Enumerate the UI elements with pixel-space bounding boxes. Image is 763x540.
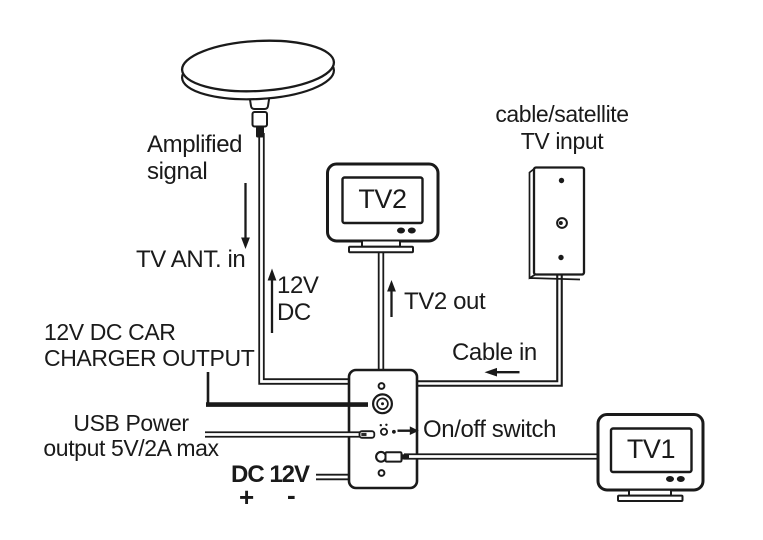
amplified-signal-label: Amplified signal — [147, 131, 243, 185]
tv2-buttons-icon — [397, 227, 416, 234]
wall-plate-icon — [528, 166, 586, 281]
antenna-connector-icon — [251, 111, 268, 128]
tv2-out-arrow — [387, 280, 396, 317]
tv-ant-in-label: TV ANT. in — [136, 246, 246, 273]
car-charger-output-label: 12V DC CAR CHARGER OUTPUT — [44, 319, 255, 371]
tv1-icon — [596, 413, 705, 503]
antenna-power-label: 12V DC — [277, 272, 319, 326]
wall-cable — [414, 272, 563, 387]
usb-port — [358, 430, 376, 439]
dc-plug — [375, 450, 409, 463]
usb-power-output-label: USB Power output 5V/2A max — [43, 410, 219, 461]
cable-in-label: Cable in — [452, 339, 537, 366]
on-off-switch — [379, 423, 396, 436]
tv2-out-label: TV2 out — [404, 288, 486, 315]
tv1-buttons-icon — [666, 476, 685, 482]
signal-down-arrow — [241, 183, 250, 249]
mounting-hole-top — [377, 382, 386, 390]
on-off-switch-label: On/off switch — [423, 416, 557, 443]
minus-label: - — [287, 480, 296, 510]
mounting-hole-bottom — [377, 469, 386, 477]
car-charger-socket — [372, 393, 394, 415]
switch-pointer-arrow — [397, 426, 419, 435]
cable-satellite-input-label: cable/satellite TV input — [495, 101, 629, 154]
tv2-icon — [326, 162, 440, 254]
screw-top-icon — [558, 177, 565, 184]
plus-label: + — [239, 482, 254, 512]
screw-bottom-icon — [558, 254, 564, 261]
tv2-screen-label: TV2 — [358, 184, 407, 214]
coax-jack-icon — [556, 217, 568, 229]
cable-in-arrow — [484, 367, 520, 377]
antenna-cable — [258, 133, 352, 385]
charger-leader-line — [206, 372, 368, 407]
tv1-screen-label: TV1 — [626, 434, 676, 464]
dc-12v-label: DC 12V — [231, 461, 310, 488]
power-up-arrow — [267, 268, 277, 333]
antenna-plug-icon — [256, 126, 264, 138]
antenna-icon — [180, 39, 336, 138]
